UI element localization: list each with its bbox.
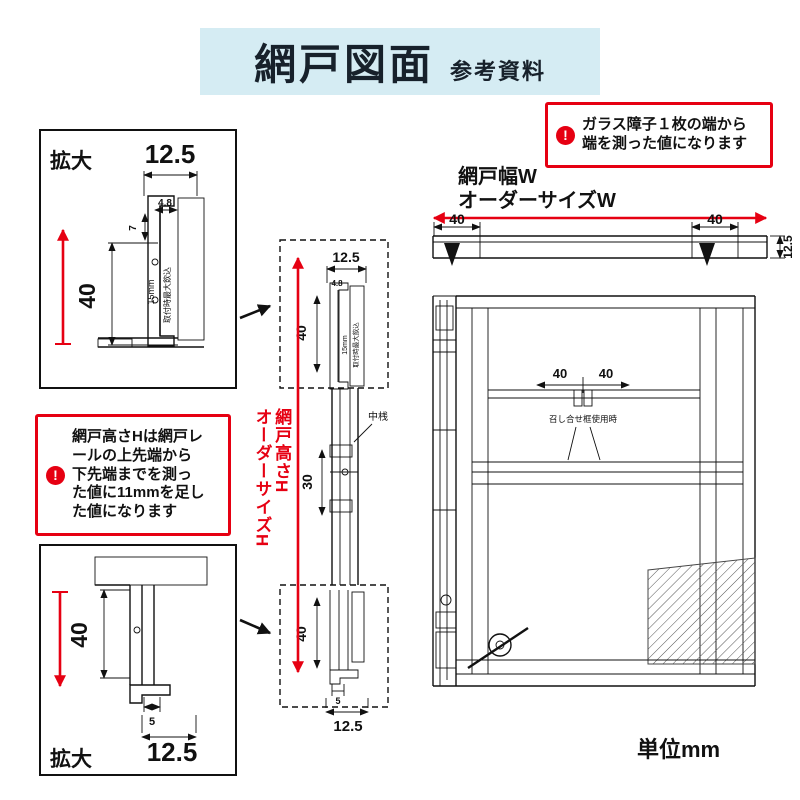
rail-profile (129, 684, 171, 704)
note-width-measurement: ! ガラス障子１枚の端から 端を測った値になります (545, 102, 773, 168)
middle-rail-label: 中桟 (368, 410, 388, 423)
dim-40: 40 (293, 325, 309, 341)
dim-40: 40 (66, 622, 92, 648)
mohair-section-left (444, 243, 460, 266)
max-insert-label: 取付時最大飲込 (351, 322, 360, 368)
detail-bottom-enlarged: 40 5 12.5 拡大 (39, 544, 237, 776)
dim-7: 7 (128, 225, 139, 231)
max-insert-label: 取付時最大飲込 (162, 267, 172, 323)
mohair-brush (94, 556, 208, 586)
order-height-label: オーダーサイズH (252, 408, 272, 548)
insert-depth-label: 15mm (342, 335, 349, 355)
dim-40: 40 (553, 366, 567, 381)
dim-40: 40 (293, 626, 309, 642)
screen-width-label: 網戸幅W (458, 164, 537, 188)
screen-mesh (647, 557, 756, 665)
note-height-line5: た値になります (72, 503, 178, 521)
dim-12-5: 12.5 (781, 235, 795, 259)
note-height-line4: た値に11mmを足し (72, 484, 205, 502)
window-screen-drawing: 40 40 召し合せ框使用時 (432, 295, 756, 687)
note-height-line3: 下先端までを測っ (72, 465, 193, 483)
screen-height-label: 網戸高さH (272, 408, 292, 494)
mohair-section-right (699, 243, 715, 266)
lock-mechanism (488, 633, 512, 657)
note-height-line1: 網戸高さHは網戸レ (72, 427, 203, 445)
note-width-text: ガラス障子１枚の端から 端を測った値になります (582, 116, 747, 154)
note-height-line2: ールの上先端から (72, 446, 193, 464)
dim-12-5: 12.5 (333, 718, 362, 735)
screen-height-order-label: 網戸高さH オーダーサイズH (252, 408, 292, 568)
dim-12-5: 12.5 (145, 139, 196, 169)
note-height-measurement: ! 網戸高さHは網戸レ ールの上先端から 下先端までを測っ た値に11mmを足し… (35, 414, 231, 536)
dim-40: 40 (449, 211, 465, 227)
order-width-label: オーダーサイズW (458, 188, 616, 212)
rail-elevation: 12.5 4.8 40 15mm 取付時最大飲込 30 中桟 40 5 (279, 239, 389, 735)
title-main: 網戸図面 (253, 41, 434, 88)
note-width-line1: ガラス障子１枚の端から (582, 116, 747, 134)
note-width-line2: 端を測った値になります (582, 135, 748, 152)
callout-arrow-bottom (239, 618, 272, 635)
note-height-text: 網戸高さHは網戸レ ールの上先端から 下先端までを測っ た値に11mmを足し た… (72, 428, 205, 522)
dim-12-5: 12.5 (147, 737, 198, 767)
callout-arrow-top (239, 304, 272, 320)
enlarge-label: 拡大 (50, 149, 92, 173)
dashed-region-bottom (279, 584, 389, 708)
alert-icon: ! (556, 125, 575, 145)
unit-label: 単位mm (637, 737, 720, 762)
mohair-brush (177, 197, 205, 341)
dim-40: 40 (707, 211, 723, 227)
page-title: 網戸図面 参考資料 (200, 28, 600, 95)
dim-5: 5 (335, 696, 340, 706)
enlarge-label: 拡大 (50, 747, 92, 771)
dim-5: 5 (149, 716, 155, 728)
dim-4-8: 4.8 (158, 198, 172, 209)
detail-box-border (39, 129, 237, 389)
detail-box-border (39, 544, 237, 776)
dim-40: 40 (74, 283, 100, 309)
dim-40: 40 (599, 366, 613, 381)
alert-icon: ! (46, 465, 65, 485)
dim-12-5: 12.5 (332, 249, 359, 265)
width-dimension: 網戸幅W オーダーサイズW 40 40 12.5 (432, 164, 795, 266)
meeting-stile-note: 召し合せ框使用時 (549, 414, 618, 424)
insert-depth-label: 15mm (146, 279, 156, 304)
detail-top-enlarged: 拡大 12.5 4.8 7 40 15mm 取付時最大飲込 (39, 129, 237, 389)
dim-4-8: 4.8 (331, 279, 343, 288)
dim-30: 30 (299, 474, 315, 490)
dashed-region-top (279, 239, 389, 389)
title-subtitle: 参考資料 (450, 58, 547, 84)
